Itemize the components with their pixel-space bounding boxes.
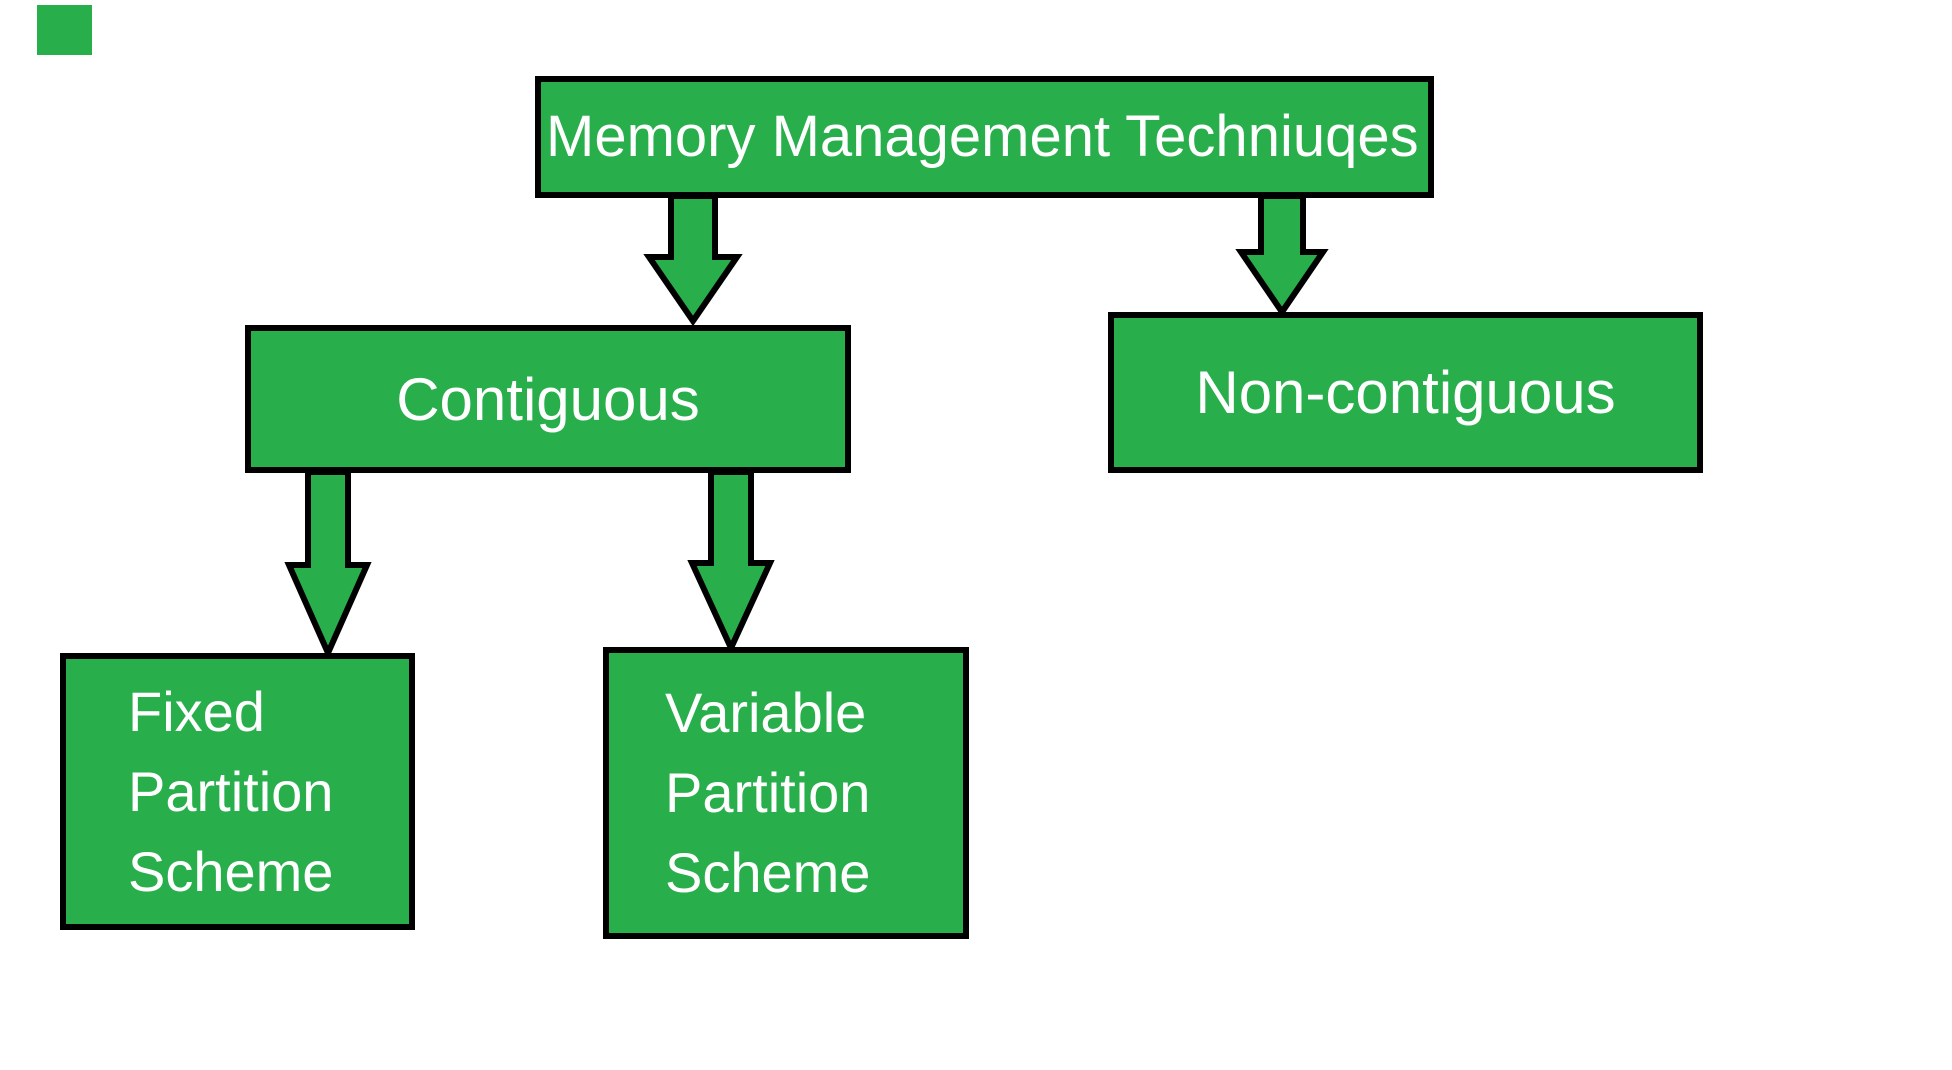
down-arrow-icon-root-to-non-contiguous: [1235, 193, 1329, 318]
node-label: Non-contiguous: [1195, 359, 1616, 426]
node-label-line: Fixed: [128, 679, 265, 743]
node-label-line: Scheme: [128, 839, 334, 903]
node-label-line: Partition: [665, 761, 871, 824]
down-arrow-icon-root-to-contiguous: [643, 193, 743, 327]
node-contiguous: Contiguous: [245, 325, 851, 473]
down-arrow-icon-contiguous-to-variable: [687, 469, 775, 656]
stray-green-square: [37, 5, 92, 55]
node-label-line: Variable: [665, 681, 867, 744]
down-arrow-icon-contiguous-to-fixed: [284, 469, 372, 661]
node-label: Memory Management Techniuqes: [546, 104, 1419, 169]
node-fixed-partition-scheme: Fixed Partition Scheme: [60, 653, 415, 930]
node-memory-management-techniques: Memory Management Techniuqes: [535, 76, 1434, 198]
node-variable-partition-scheme: Variable Partition Scheme: [603, 647, 969, 939]
node-label: Contiguous: [396, 365, 700, 433]
node-label-line: Scheme: [665, 841, 871, 904]
node-non-contiguous: Non-contiguous: [1108, 312, 1703, 473]
node-label-line: Partition: [128, 759, 334, 823]
